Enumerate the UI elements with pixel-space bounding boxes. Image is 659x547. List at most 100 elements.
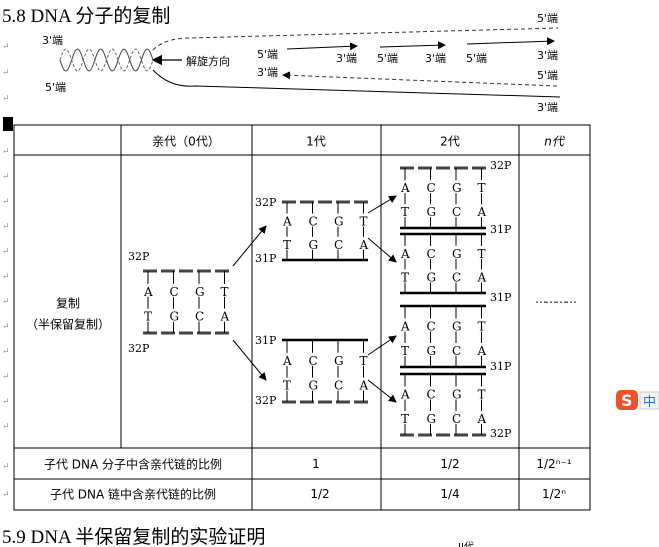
base-letter: C (309, 354, 318, 368)
ratio-value: 1/2ⁿ⁻¹ (536, 457, 572, 471)
base-letter: C (452, 412, 461, 426)
row-label-replication: 复制 (55, 296, 81, 311)
base-letter: T (283, 238, 291, 252)
base-letter: T (478, 181, 486, 195)
paragraph-mark: ↵ (2, 68, 10, 78)
header-genn: n代 (544, 134, 564, 149)
base-letter: T (144, 310, 152, 324)
new-strand-arrow (379, 41, 446, 50)
base-letter: C (452, 205, 461, 219)
paragraph-mark: ↵ (2, 422, 10, 432)
ratio-value: 1/4 (440, 487, 460, 501)
header-parent: 亲代（0代） (152, 134, 220, 149)
phosphorus-isotope-label: 31P (255, 252, 277, 265)
paragraph-mark: ↵ (2, 172, 10, 182)
new-strand-arrow (466, 37, 555, 46)
base-letter: G (427, 270, 437, 284)
base-letter: C (334, 379, 343, 393)
base-letter: A (359, 238, 369, 252)
row-label-semiconservative: （半保留复制） (25, 317, 111, 332)
phosphorus-isotope-label: 32P (490, 159, 512, 172)
replication-arrow (367, 195, 397, 214)
template-strand-lower (152, 69, 561, 98)
section-heading-5-8: 5.8 DNA 分子的复制 (2, 6, 171, 27)
base-letter: T (478, 247, 486, 261)
base-letter: A (220, 310, 230, 324)
base-letter: A (143, 285, 153, 299)
header-gen2: 2代 (440, 134, 460, 149)
base-letter: G (334, 215, 344, 229)
replication-arrow (367, 335, 397, 356)
ratio-row-label: 子代 DNA 分子中含亲代链的比例 (43, 457, 223, 472)
base-letter: G (309, 379, 319, 393)
svg-text:S: S (621, 391, 633, 410)
base-letter: A (477, 344, 487, 358)
ratio-value: 1/2 (440, 457, 460, 471)
partial-text: II代 (458, 538, 474, 547)
paragraph-mark: ↵ (2, 490, 10, 500)
base-letter: C (452, 344, 461, 358)
base-letter: T (221, 285, 229, 299)
ratio-row-label: 子代 DNA 链中含亲代链的比例 (49, 487, 217, 502)
ratio-value: 1 (312, 457, 320, 471)
base-letter: T (401, 344, 409, 358)
paragraph-mark: ↵ (2, 94, 10, 104)
base-letter: G (195, 285, 205, 299)
label-5-end: 5'端 (45, 81, 67, 94)
paragraph-mark: ↵ (2, 272, 10, 282)
base-letter: G (452, 181, 462, 195)
base-letter: G (452, 247, 462, 261)
base-letter: C (427, 247, 436, 261)
phosphorus-isotope-label: 32P (255, 394, 277, 407)
base-letter: T (401, 205, 409, 219)
label-end: 5'端 (257, 48, 279, 61)
ratio-value: 1/2 (310, 487, 330, 501)
replication-arrow (232, 339, 267, 381)
phosphorus-isotope-label: 32P (128, 342, 150, 355)
template-strand-upper (152, 27, 559, 51)
base-letter: T (360, 354, 368, 368)
base-letter: C (170, 285, 179, 299)
replication-arrow (367, 379, 397, 403)
base-letter: T (360, 215, 368, 229)
base-letter: A (400, 247, 410, 261)
double-helix-icon (59, 48, 154, 72)
base-letter: A (477, 270, 487, 284)
label-end: 3'端 (257, 66, 279, 79)
base-letter: A (477, 205, 487, 219)
base-letter: A (477, 412, 487, 426)
svg-text:中: 中 (643, 395, 656, 410)
base-letter: G (427, 344, 437, 358)
label-3-end: 3'端 (42, 34, 64, 47)
base-letter: G (170, 310, 180, 324)
label-end: 5'端 (537, 12, 559, 25)
base-letter: G (309, 238, 319, 252)
ratio-value: 1/2ⁿ (541, 487, 567, 501)
replication-arrow (367, 237, 397, 263)
paragraph-mark: ↵ (2, 397, 10, 407)
ellipsis: ………… (535, 292, 577, 306)
paragraph-mark: ↵ (2, 222, 10, 232)
phosphorus-isotope-label: 31P (490, 360, 512, 373)
base-letter: G (452, 388, 462, 402)
label-end: 5'端 (537, 69, 559, 82)
base-letter: C (427, 388, 436, 402)
base-letter: C (452, 270, 461, 284)
base-letter: A (400, 181, 410, 195)
text-cursor (3, 117, 13, 131)
base-letter: A (282, 215, 292, 229)
label-end: 3'端 (537, 101, 559, 114)
base-letter: C (195, 310, 204, 324)
phosphorus-isotope-label: 31P (255, 334, 277, 347)
paragraph-mark: ↵ (2, 42, 10, 52)
base-letter: G (427, 412, 437, 426)
paragraph-mark: ↵ (2, 322, 10, 332)
